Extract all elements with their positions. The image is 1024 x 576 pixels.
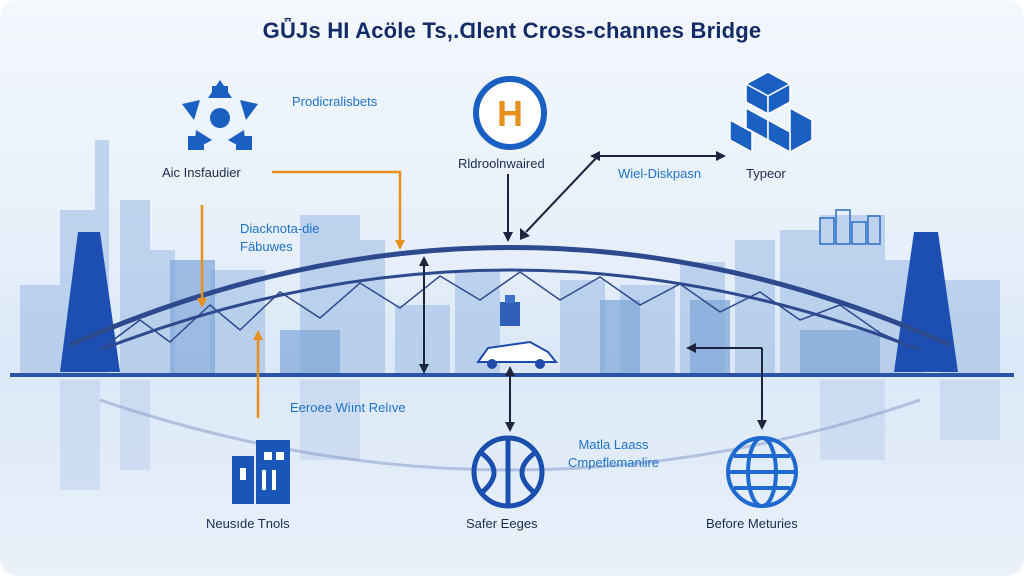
tools-building-icon	[232, 440, 290, 504]
label-top-right-mid: Wiel-Diskpasn	[618, 166, 702, 181]
globe-icon	[726, 436, 798, 508]
label-bottom-left-caption: Neusıde Tnols	[206, 516, 290, 531]
label-top-left-heading: Prodicralisbets	[292, 94, 378, 109]
bridge-icon	[60, 232, 958, 472]
water-reflection	[60, 380, 1000, 490]
small-building-icon	[500, 295, 520, 326]
orange-arrows	[200, 170, 402, 418]
hospital-h-icon: H	[473, 76, 547, 150]
label-top-right-caption: Typeor	[746, 166, 786, 181]
cubes-icon	[729, 71, 813, 154]
label-bottom-right-caption: Before Meturies	[706, 516, 798, 531]
label-top-center-caption: Rldroolnwaired	[458, 156, 545, 171]
svg-text:H: H	[497, 93, 523, 134]
diagram-title: GǕJs HI Acöle Ts,.Ɑlent Cross-channes Br…	[262, 18, 762, 43]
buildings-icon	[819, 209, 881, 245]
label-left-mid: Diacknota-die Fäbuwes	[240, 221, 320, 254]
dark-arrows	[423, 155, 763, 426]
label-center-mid: Eeroee Wiınt Relıve	[290, 400, 406, 415]
label-top-left-caption: Aic Insfaudier	[162, 165, 241, 180]
label-bottom-center-right: Matla Laass Cmpeflemanlire	[568, 437, 660, 470]
basketball-icon	[471, 435, 545, 509]
car-icon	[476, 340, 559, 369]
network-icon	[182, 80, 258, 150]
label-bottom-center-caption: Safer Eeges	[466, 516, 538, 531]
